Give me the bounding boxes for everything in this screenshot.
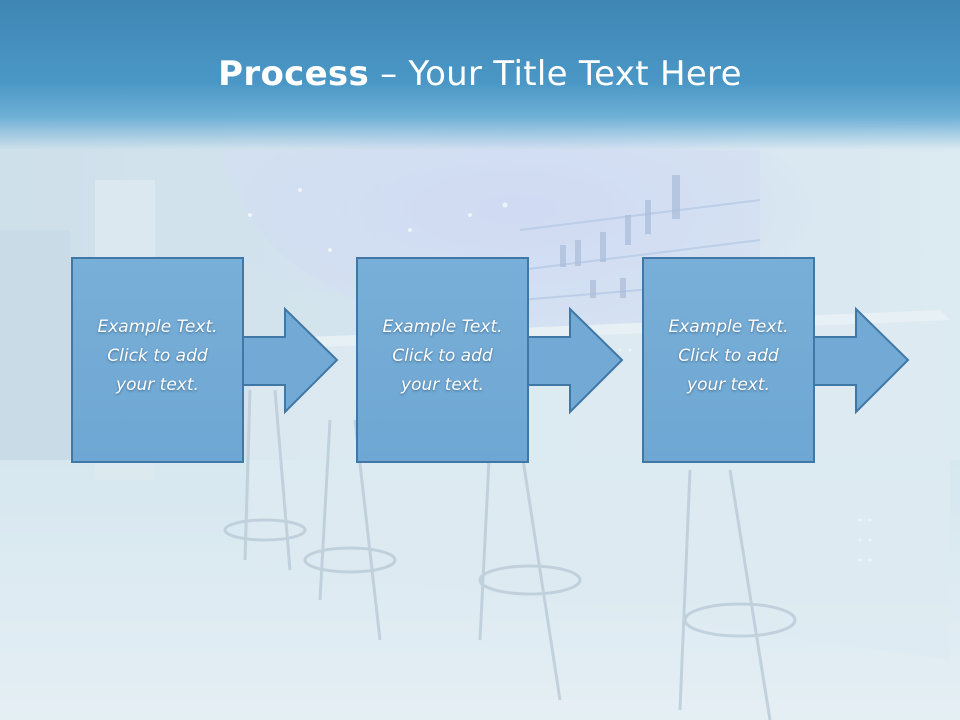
arrow-right-icon (528, 306, 624, 415)
step-text[interactable]: Example Text. Click to add your text. (382, 317, 503, 395)
step-box[interactable] (356, 257, 529, 463)
step-box[interactable] (642, 257, 815, 463)
process-step-1[interactable]: Example Text. Click to add your text. (71, 257, 339, 465)
step-text[interactable]: Example Text. Click to add your text. (668, 317, 789, 395)
arrow-right-icon (814, 306, 910, 415)
arrow-right-icon (243, 306, 339, 415)
process-step-3[interactable]: Example Text. Click to add your text. (642, 257, 910, 465)
title-band (0, 0, 960, 150)
title-rest: – Your Title Text Here (369, 54, 742, 94)
slide-title[interactable]: Process – Your Title Text Here (0, 50, 960, 98)
step-box[interactable] (71, 257, 244, 463)
step-text[interactable]: Example Text. Click to add your text. (97, 317, 218, 395)
title-bold: Process (218, 54, 370, 94)
process-step-2[interactable]: Example Text. Click to add your text. (356, 257, 624, 465)
